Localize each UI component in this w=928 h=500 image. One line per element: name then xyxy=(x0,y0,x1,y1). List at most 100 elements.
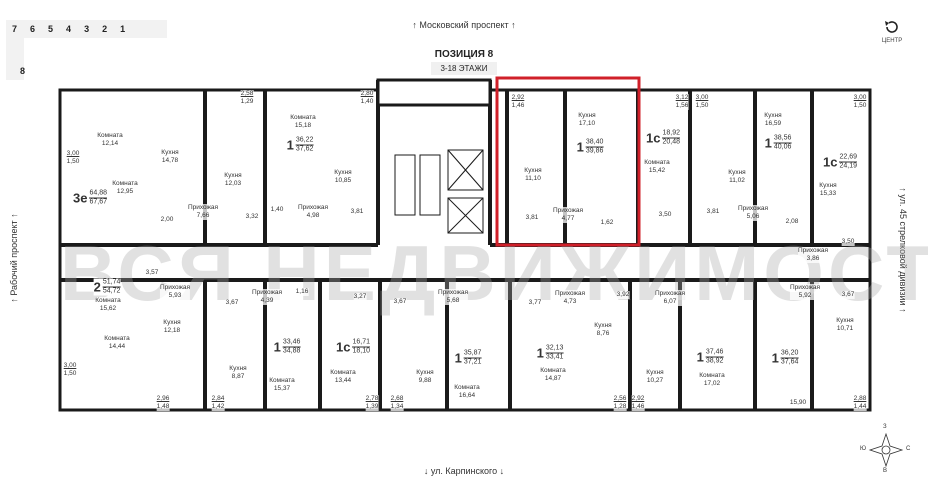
compass-west: Ю xyxy=(860,446,867,452)
room-area: 7,66 xyxy=(196,212,210,219)
section-selector: 7 6 5 4 3 2 1 xyxy=(6,20,167,38)
room-name: Комната xyxy=(97,132,123,139)
balcony-reduced-area: 1,39 xyxy=(365,403,379,410)
apartment-total-area: 64,88 xyxy=(89,189,107,199)
balcony-reduced-area: 1,44 xyxy=(853,403,867,410)
apartment-full-area: 39,86 xyxy=(585,147,604,155)
utility-area-label: 3,32 xyxy=(245,213,259,221)
room-area: 13,44 xyxy=(334,377,352,384)
apartment-total-area: 51,74 xyxy=(102,278,121,288)
utility-area-label: 3,50 xyxy=(841,238,855,246)
apartment-full-area: 24,19 xyxy=(839,162,857,170)
room-area: 5,92 xyxy=(798,292,812,299)
room-name: Комната xyxy=(330,369,356,376)
balcony-area: 2,96 xyxy=(156,395,170,402)
room-area: 5,06 xyxy=(746,213,760,220)
utility-area-label: 3,50 xyxy=(658,211,672,219)
room-name: Кухня xyxy=(646,369,664,376)
room-name: Комната xyxy=(454,384,480,391)
selected-apartment-highlight[interactable] xyxy=(495,76,641,247)
room-area: 15,62 xyxy=(99,305,117,312)
balcony-area: 2,78 xyxy=(365,395,379,402)
room-area: 4,73 xyxy=(563,298,577,305)
section-3[interactable]: 3 xyxy=(84,24,90,34)
room-area: 16,59 xyxy=(764,120,782,127)
center-button[interactable]: ЦЕНТР xyxy=(872,18,912,44)
apartment-type: 1 xyxy=(764,135,772,150)
balcony-reduced-area: 1,50 xyxy=(63,370,77,377)
utility-area-label: 3,67 xyxy=(393,298,407,306)
room-area: 12,03 xyxy=(224,180,242,187)
room-name: Кухня xyxy=(578,112,596,119)
balcony-area: 2,58 xyxy=(240,90,254,97)
room-area: 15,42 xyxy=(648,167,666,174)
street-top: ↑ Московский проспект ↑ xyxy=(412,20,516,30)
room-name: Комната xyxy=(95,297,121,304)
apartment-type: 1 xyxy=(771,350,779,365)
section-4[interactable]: 4 xyxy=(66,24,72,34)
section-2[interactable]: 2 xyxy=(102,24,108,34)
balcony-reduced-area: 1,48 xyxy=(156,403,170,410)
section-8[interactable]: 8 xyxy=(20,66,26,76)
section-5[interactable]: 5 xyxy=(48,24,54,34)
balcony-reduced-area: 1,29 xyxy=(240,98,254,105)
balcony-area: 3,00 xyxy=(853,94,867,101)
room-name: Комната xyxy=(104,335,130,342)
room-name: Кухня xyxy=(334,169,352,176)
utility-area-label: 3,57 xyxy=(145,269,159,277)
room-name: Комната xyxy=(290,114,316,121)
apartment-full-area: 33,41 xyxy=(545,353,564,361)
apartment-full-area: 37,64 xyxy=(780,358,799,366)
section-6[interactable]: 6 xyxy=(30,24,36,34)
apartment-full-area: 34,88 xyxy=(282,347,301,355)
room-name: Прихожая xyxy=(187,204,219,211)
room-name: Кухня xyxy=(224,172,242,179)
apartment-full-area: 40,06 xyxy=(773,143,792,151)
room-area: 15,33 xyxy=(819,190,837,197)
apartment-type: 1с xyxy=(823,154,838,169)
apartment-full-area: 38,92 xyxy=(705,357,724,365)
balcony-area: 2,80 xyxy=(360,90,374,97)
section-1[interactable]: 1 xyxy=(120,24,126,34)
utility-area-label: 3,81 xyxy=(706,208,720,216)
section-7[interactable]: 7 xyxy=(12,24,18,34)
utility-area-label: 1,40 xyxy=(270,206,284,214)
utility-area-label: 1,62 xyxy=(600,219,614,227)
